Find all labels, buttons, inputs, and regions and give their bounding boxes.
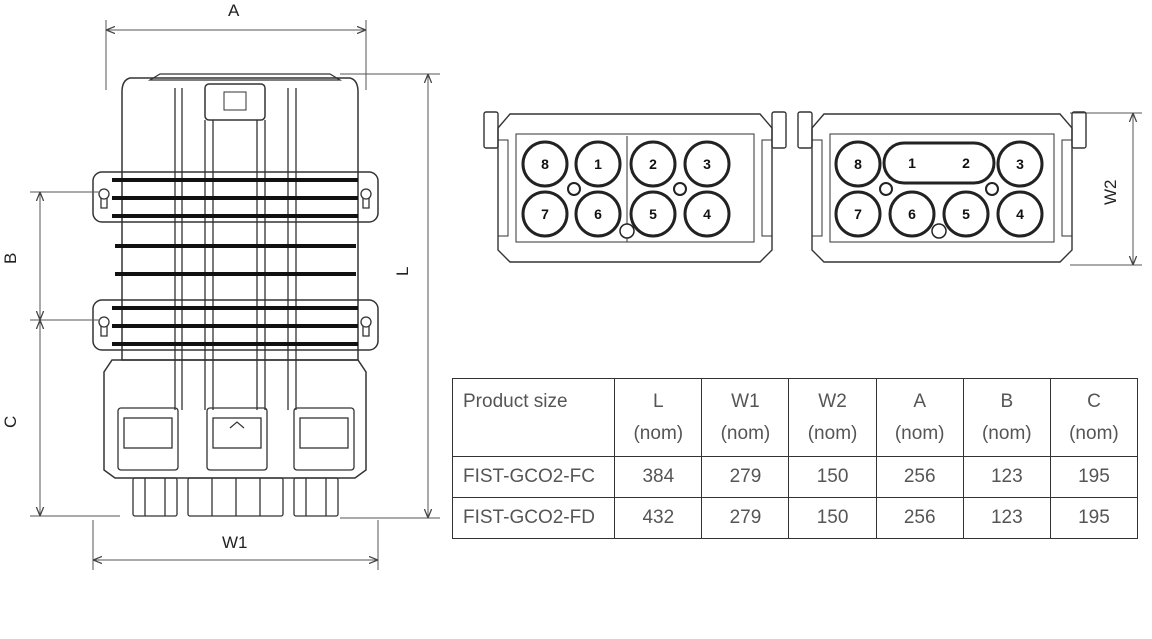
port-label-8: 8 [854, 156, 862, 172]
product-size-table: Product size L(nom) W1(nom) W2(nom) A(no… [451, 378, 1139, 539]
port-label-7: 7 [541, 206, 549, 222]
port-label-3: 3 [1016, 156, 1024, 172]
dimension-label-l: L [393, 267, 412, 276]
table-cell: 123 [962, 497, 1051, 539]
table-cell: 123 [962, 456, 1051, 498]
header-w1: W1(nom) [701, 378, 790, 457]
table-cell: 384 [614, 456, 703, 498]
table-cell: 256 [875, 497, 964, 539]
dimension-label-w1: W1 [222, 533, 248, 552]
table-cell: 195 [1049, 497, 1139, 539]
port-view-left [483, 111, 787, 263]
keyhole-icon [98, 188, 372, 337]
port-label-7: 7 [854, 206, 862, 222]
horizontal-bands [112, 178, 358, 346]
port-view-left-outline [497, 113, 773, 263]
port-label-2: 2 [962, 155, 970, 171]
table-row: FIST-GCO2-FC 384 279 150 256 123 195 [451, 456, 1139, 498]
port-label-6: 6 [908, 206, 916, 222]
table-cell: 150 [788, 497, 877, 539]
table-cell: 256 [875, 456, 964, 498]
body-seams [174, 88, 297, 410]
closure-base [103, 359, 367, 479]
cable-glands [132, 477, 339, 517]
port-label-4: 4 [703, 206, 711, 222]
port-label-3: 3 [703, 156, 711, 172]
table-cell-product: FIST-GCO2-FD [451, 497, 616, 539]
table-cell: 150 [788, 456, 877, 498]
dimension-label-c: C [1, 416, 20, 428]
port-view-right [797, 111, 1087, 263]
port-view-right-outline [811, 113, 1073, 263]
port-view-right-ports: 8 1 2 3 7 6 5 4 [834, 140, 1044, 239]
header-product-size: Product size [451, 378, 616, 457]
front-view [92, 73, 379, 517]
lower-mounting-bracket [92, 299, 379, 351]
dimension-lines [30, 20, 1142, 570]
port-label-4: 4 [1016, 206, 1024, 222]
table-cell: 195 [1049, 456, 1139, 498]
header-b: B(nom) [962, 378, 1051, 457]
dimension-label-b: B [1, 253, 20, 264]
header-a: A(nom) [875, 378, 964, 457]
top-latch [204, 83, 266, 121]
upper-mounting-bracket [92, 171, 379, 223]
table-cell: 279 [701, 497, 790, 539]
port-label-5: 5 [649, 206, 657, 222]
port-label-2: 2 [649, 156, 657, 172]
table-header-row: Product size L(nom) W1(nom) W2(nom) A(no… [451, 378, 1139, 457]
port-label-6: 6 [594, 206, 602, 222]
port-label-1: 1 [908, 155, 916, 171]
dimension-label-w2: W2 [1101, 180, 1120, 206]
port-label-5: 5 [962, 206, 970, 222]
table-row: FIST-GCO2-FD 432 279 150 256 123 195 [451, 497, 1139, 539]
header-l: L(nom) [614, 378, 703, 457]
table-cell: 432 [614, 497, 703, 539]
port-label-8: 8 [541, 156, 549, 172]
table-cell: 279 [701, 456, 790, 498]
header-c: C(nom) [1049, 378, 1139, 457]
port-label-1: 1 [594, 156, 602, 172]
cable-entry-ports [117, 407, 355, 471]
header-w2: W2(nom) [788, 378, 877, 457]
dimension-label-a: A [228, 1, 240, 20]
table-cell-product: FIST-GCO2-FC [451, 456, 616, 498]
closure-top-cap [147, 73, 343, 81]
port-view-left-ports: 8 1 2 3 7 6 5 4 [521, 140, 731, 239]
